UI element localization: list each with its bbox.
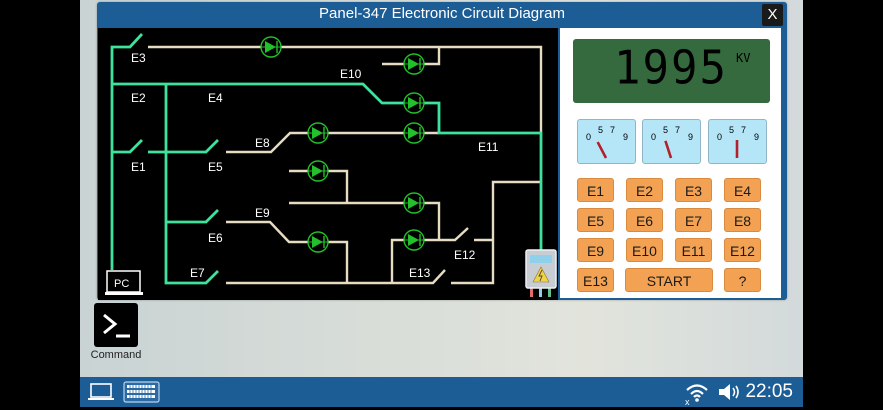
- gauge-tick-label: 9: [754, 132, 759, 142]
- voltage-display: 1995 KV: [573, 39, 770, 103]
- wire: [451, 180, 541, 285]
- key-e13[interactable]: E13: [577, 268, 614, 292]
- switch-label-e11: E11: [478, 140, 499, 154]
- close-button[interactable]: X: [762, 4, 783, 26]
- gauge-tick-label: 0: [651, 132, 656, 142]
- taskbar: x 22:05: [80, 377, 803, 407]
- live-wire: [112, 82, 543, 250]
- gauge-tick-label: 5: [598, 125, 603, 135]
- switch-label-e4: E4: [208, 91, 223, 105]
- key-e9[interactable]: E9: [577, 238, 614, 262]
- gauge-tick-label: 0: [586, 132, 591, 142]
- key-e4[interactable]: E4: [724, 178, 761, 202]
- diode-icon: [307, 231, 329, 253]
- pc-label: PC: [114, 278, 129, 290]
- power-box-icon: [525, 249, 557, 297]
- gauge-needle: [596, 141, 608, 159]
- switch-label-e3: E3: [131, 51, 146, 65]
- gauge-tick-label: 9: [688, 132, 693, 142]
- key-e11[interactable]: E11: [675, 238, 712, 262]
- clock: 22:05: [745, 381, 793, 402]
- wire: [226, 269, 446, 285]
- gauge-tick-label: 7: [610, 125, 615, 135]
- switch-label-e2: E2: [131, 91, 146, 105]
- switch-label-e5: E5: [208, 160, 223, 174]
- switch-label-e10: E10: [340, 67, 362, 81]
- diode-icon: [403, 92, 425, 114]
- switch-label-e8: E8: [255, 136, 270, 150]
- keyboard-icon[interactable]: [123, 381, 160, 408]
- gauge-tick-label: 5: [663, 125, 668, 135]
- live-wire: [148, 139, 219, 154]
- switch-label-e6: E6: [208, 231, 223, 245]
- live-wire: [110, 33, 144, 270]
- diode-icon: [403, 192, 425, 214]
- wire: [148, 45, 543, 133]
- start-button[interactable]: START: [625, 268, 713, 292]
- diode-icon: [403, 122, 425, 144]
- key-e3[interactable]: E3: [675, 178, 712, 202]
- wifi-disconnected-icon[interactable]: x: [684, 381, 710, 410]
- gauge-tick-label: 5: [729, 125, 734, 135]
- window-title: Panel-347 Electronic Circuit Diagram: [319, 5, 565, 22]
- laptop-icon[interactable]: [88, 382, 114, 407]
- key-e6[interactable]: E6: [626, 208, 663, 232]
- switch-label-e7: E7: [190, 266, 205, 280]
- diode-icon: [403, 229, 425, 251]
- svg-text:x: x: [685, 397, 690, 405]
- wire: [226, 220, 349, 283]
- terminal-prompt-icon: [103, 313, 130, 338]
- key-e1[interactable]: E1: [577, 178, 614, 202]
- command-app-icon[interactable]: [94, 303, 138, 347]
- voltage-unit: KV: [736, 51, 751, 65]
- gauge-tick-label: 7: [741, 125, 746, 135]
- circuit-diagram: E3 E2 E4 E10 E8 E1 E5 E11 E9 E6 E12 E7 E…: [98, 28, 558, 300]
- wire: [289, 201, 441, 240]
- circuit-window: Panel-347 Electronic Circuit Diagram X: [97, 2, 787, 300]
- diode-icon: [307, 160, 329, 182]
- gauge-tick-label: 9: [623, 132, 628, 142]
- live-wire: [166, 209, 219, 224]
- gauge-tick-label: 0: [717, 132, 722, 142]
- key-e8[interactable]: E8: [724, 208, 761, 232]
- gauge-tick-label: 7: [675, 125, 680, 135]
- wire: [226, 131, 439, 154]
- key-e7[interactable]: E7: [675, 208, 712, 232]
- voltage-value: 1995: [614, 41, 728, 96]
- gauge-needle: [664, 140, 673, 159]
- switch-label-e1: E1: [131, 160, 146, 174]
- live-wire: [164, 84, 219, 285]
- diode-icon: [260, 36, 282, 58]
- help-button[interactable]: ?: [724, 268, 761, 292]
- key-e12[interactable]: E12: [724, 238, 761, 262]
- pc-source-icon: PC: [105, 270, 143, 295]
- switch-label-e9: E9: [255, 206, 270, 220]
- volume-icon[interactable]: [717, 382, 741, 407]
- diode-icon: [403, 53, 425, 75]
- command-app-label: Command: [90, 349, 142, 361]
- diode-icon: [307, 122, 329, 144]
- key-e5[interactable]: E5: [577, 208, 614, 232]
- live-wire: [112, 139, 143, 154]
- switch-label-e13: E13: [409, 266, 431, 280]
- key-e10[interactable]: E10: [626, 238, 663, 262]
- wire: [382, 47, 441, 66]
- switch-label-e12: E12: [454, 248, 476, 262]
- key-e2[interactable]: E2: [626, 178, 663, 202]
